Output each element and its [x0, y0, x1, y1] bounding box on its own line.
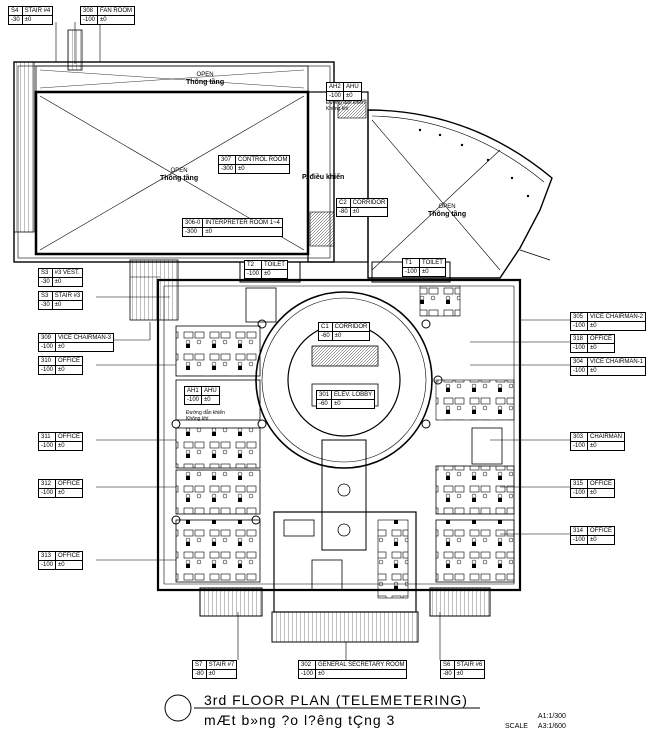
stair-4-shaft — [67, 22, 83, 71]
open-label-left: OPEN Thông tầng — [160, 168, 198, 182]
control-room-vn-label: P. điều khiển — [302, 174, 345, 181]
open-label-right: OPEN Thông tầng — [428, 204, 466, 218]
open-label-top: OPEN Thông tầng — [186, 72, 224, 86]
scale-block: SCALE A1:1/300 A3:1/600 — [505, 712, 566, 732]
open-label-left-en: OPEN — [170, 168, 188, 174]
room-tag-vest-3: S3#3 VEST. -30±0 — [38, 268, 83, 287]
title-block-graphics — [164, 694, 480, 722]
office-furniture — [175, 285, 515, 613]
open-label-right-vn: Thông tầng — [428, 211, 467, 218]
scale-label: SCALE — [505, 723, 528, 730]
leader-lines — [55, 22, 570, 660]
ahu1-note: Đường dẫn khiển Không khí — [186, 410, 225, 422]
scale-a3: A3:1/600 — [537, 723, 566, 730]
open-label-top-en: OPEN — [196, 72, 214, 78]
ahu2-note: Đường dẫn khiển Không khí — [326, 100, 365, 112]
scale-values: A1:1/300 A3:1/600 — [538, 712, 566, 732]
open-label-top-vn: Thông tầng — [186, 79, 225, 86]
scale-a1: A1:1/300 — [537, 713, 566, 720]
open-label-left-vn: Thông tầng — [160, 175, 199, 182]
main-building-outline — [129, 259, 522, 643]
open-label-right-en: OPEN — [438, 204, 456, 210]
open-void-right — [367, 109, 553, 279]
plan-title: 3rd FLOOR PLAN (TELEMETERING) — [204, 692, 468, 708]
plan-subtitle: mÆt b»ng ?o l?êng tÇng 3 — [204, 712, 396, 728]
